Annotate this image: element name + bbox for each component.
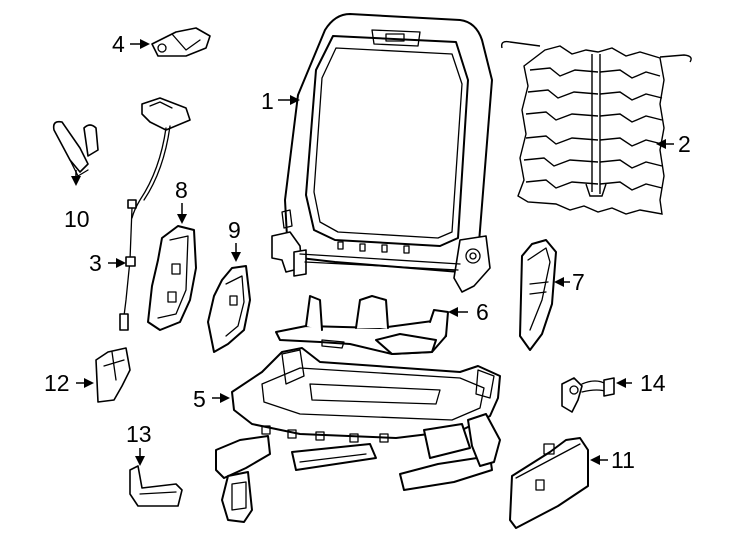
part-4-bracket (151, 27, 211, 57)
part-13-l-bracket (129, 465, 183, 507)
part-12-clip (95, 347, 131, 403)
callout-13: 13 (126, 421, 152, 447)
part-3-cable (119, 97, 191, 331)
part-6-cushion-pan (275, 295, 449, 355)
callout-9: 9 (228, 217, 241, 243)
callout-10: 10 (64, 206, 90, 232)
callout-3: 3 (89, 250, 102, 276)
part-14-sensor (561, 377, 615, 413)
callout-11: 11 (611, 447, 635, 473)
callout-7: 7 (572, 269, 585, 295)
part-5-seat-base-frame (215, 347, 501, 523)
callout-1: 1 (261, 88, 274, 114)
part-10-strap-handle (52, 120, 99, 177)
callout-14: 14 (640, 370, 666, 396)
callout-8: 8 (175, 177, 188, 203)
callout-5: 5 (193, 386, 206, 412)
callout-12: 12 (44, 370, 70, 396)
part-8-side-shield (147, 225, 197, 331)
leader-lines (71, 39, 674, 466)
part-9-inner-shield (207, 265, 251, 353)
callout-6: 6 (476, 299, 489, 325)
part-11-outer-cover (509, 437, 589, 529)
callouts: 1 2 3 4 5 6 7 8 9 10 11 12 13 14 (44, 31, 691, 473)
part-2-spring-grid (500, 40, 692, 215)
callout-2: 2 (678, 131, 691, 157)
part-1-seat-back-frame (271, 13, 493, 293)
part-7-trim-cover (519, 239, 557, 351)
callout-4: 4 (112, 31, 125, 57)
